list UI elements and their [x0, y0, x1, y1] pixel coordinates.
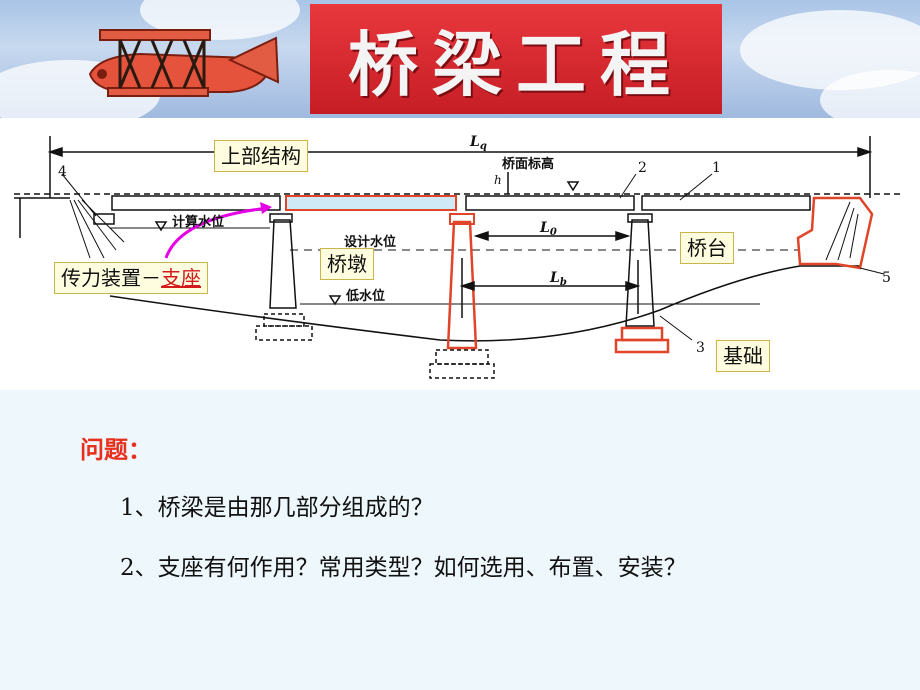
bearing-label: 传力装置－支座 — [54, 262, 208, 294]
callout-4: 4 — [58, 164, 67, 180]
pier-label: 桥墩 — [320, 248, 374, 280]
low-water-label: 低水位 — [345, 288, 385, 304]
bridge-diagram: Lq L0 Lb h 桥面标高 计算水位 设计水位 低水位 1 2 3 4 5 … — [0, 118, 920, 390]
high-water-label: 设计水位 — [344, 234, 396, 250]
page-title: 桥梁工程 — [348, 23, 684, 106]
h-label: h — [494, 173, 502, 187]
question-heading: 问题： — [80, 436, 152, 464]
question-item-2: 2、支座有何作用？常用类型？如何选用、布置、安装？ — [120, 555, 687, 581]
callout-3: 3 — [696, 340, 705, 356]
bearing-label-highlight: 支座 — [161, 266, 201, 290]
biplane-icon — [88, 29, 280, 97]
bearing-arrow — [164, 206, 269, 259]
design-water-label: 计算水位 — [172, 214, 224, 230]
header-banner: 桥梁工程 — [0, 0, 920, 118]
callout-2: 2 — [638, 160, 647, 176]
bridge-drawing: Lq L0 Lb h 桥面标高 计算水位 设计水位 低水位 1 2 3 4 5 — [14, 134, 900, 379]
lb-label: Lb — [549, 270, 567, 288]
deck-elevation-label: 桥面标高 — [502, 156, 554, 172]
lq-label: Lq — [469, 134, 487, 152]
question-item-1: 1、桥梁是由那几部分组成的？ — [120, 495, 434, 521]
title-box: 桥梁工程 — [310, 4, 722, 114]
foundation-label: 基础 — [716, 340, 770, 372]
abutment-label: 桥台 — [680, 232, 734, 264]
callout-5: 5 — [882, 270, 891, 286]
superstructure-label: 上部结构 — [214, 140, 308, 172]
bearing-label-prefix: 传力装置－ — [61, 266, 161, 290]
l0-label: L0 — [539, 220, 557, 238]
callout-1: 1 — [712, 160, 721, 176]
